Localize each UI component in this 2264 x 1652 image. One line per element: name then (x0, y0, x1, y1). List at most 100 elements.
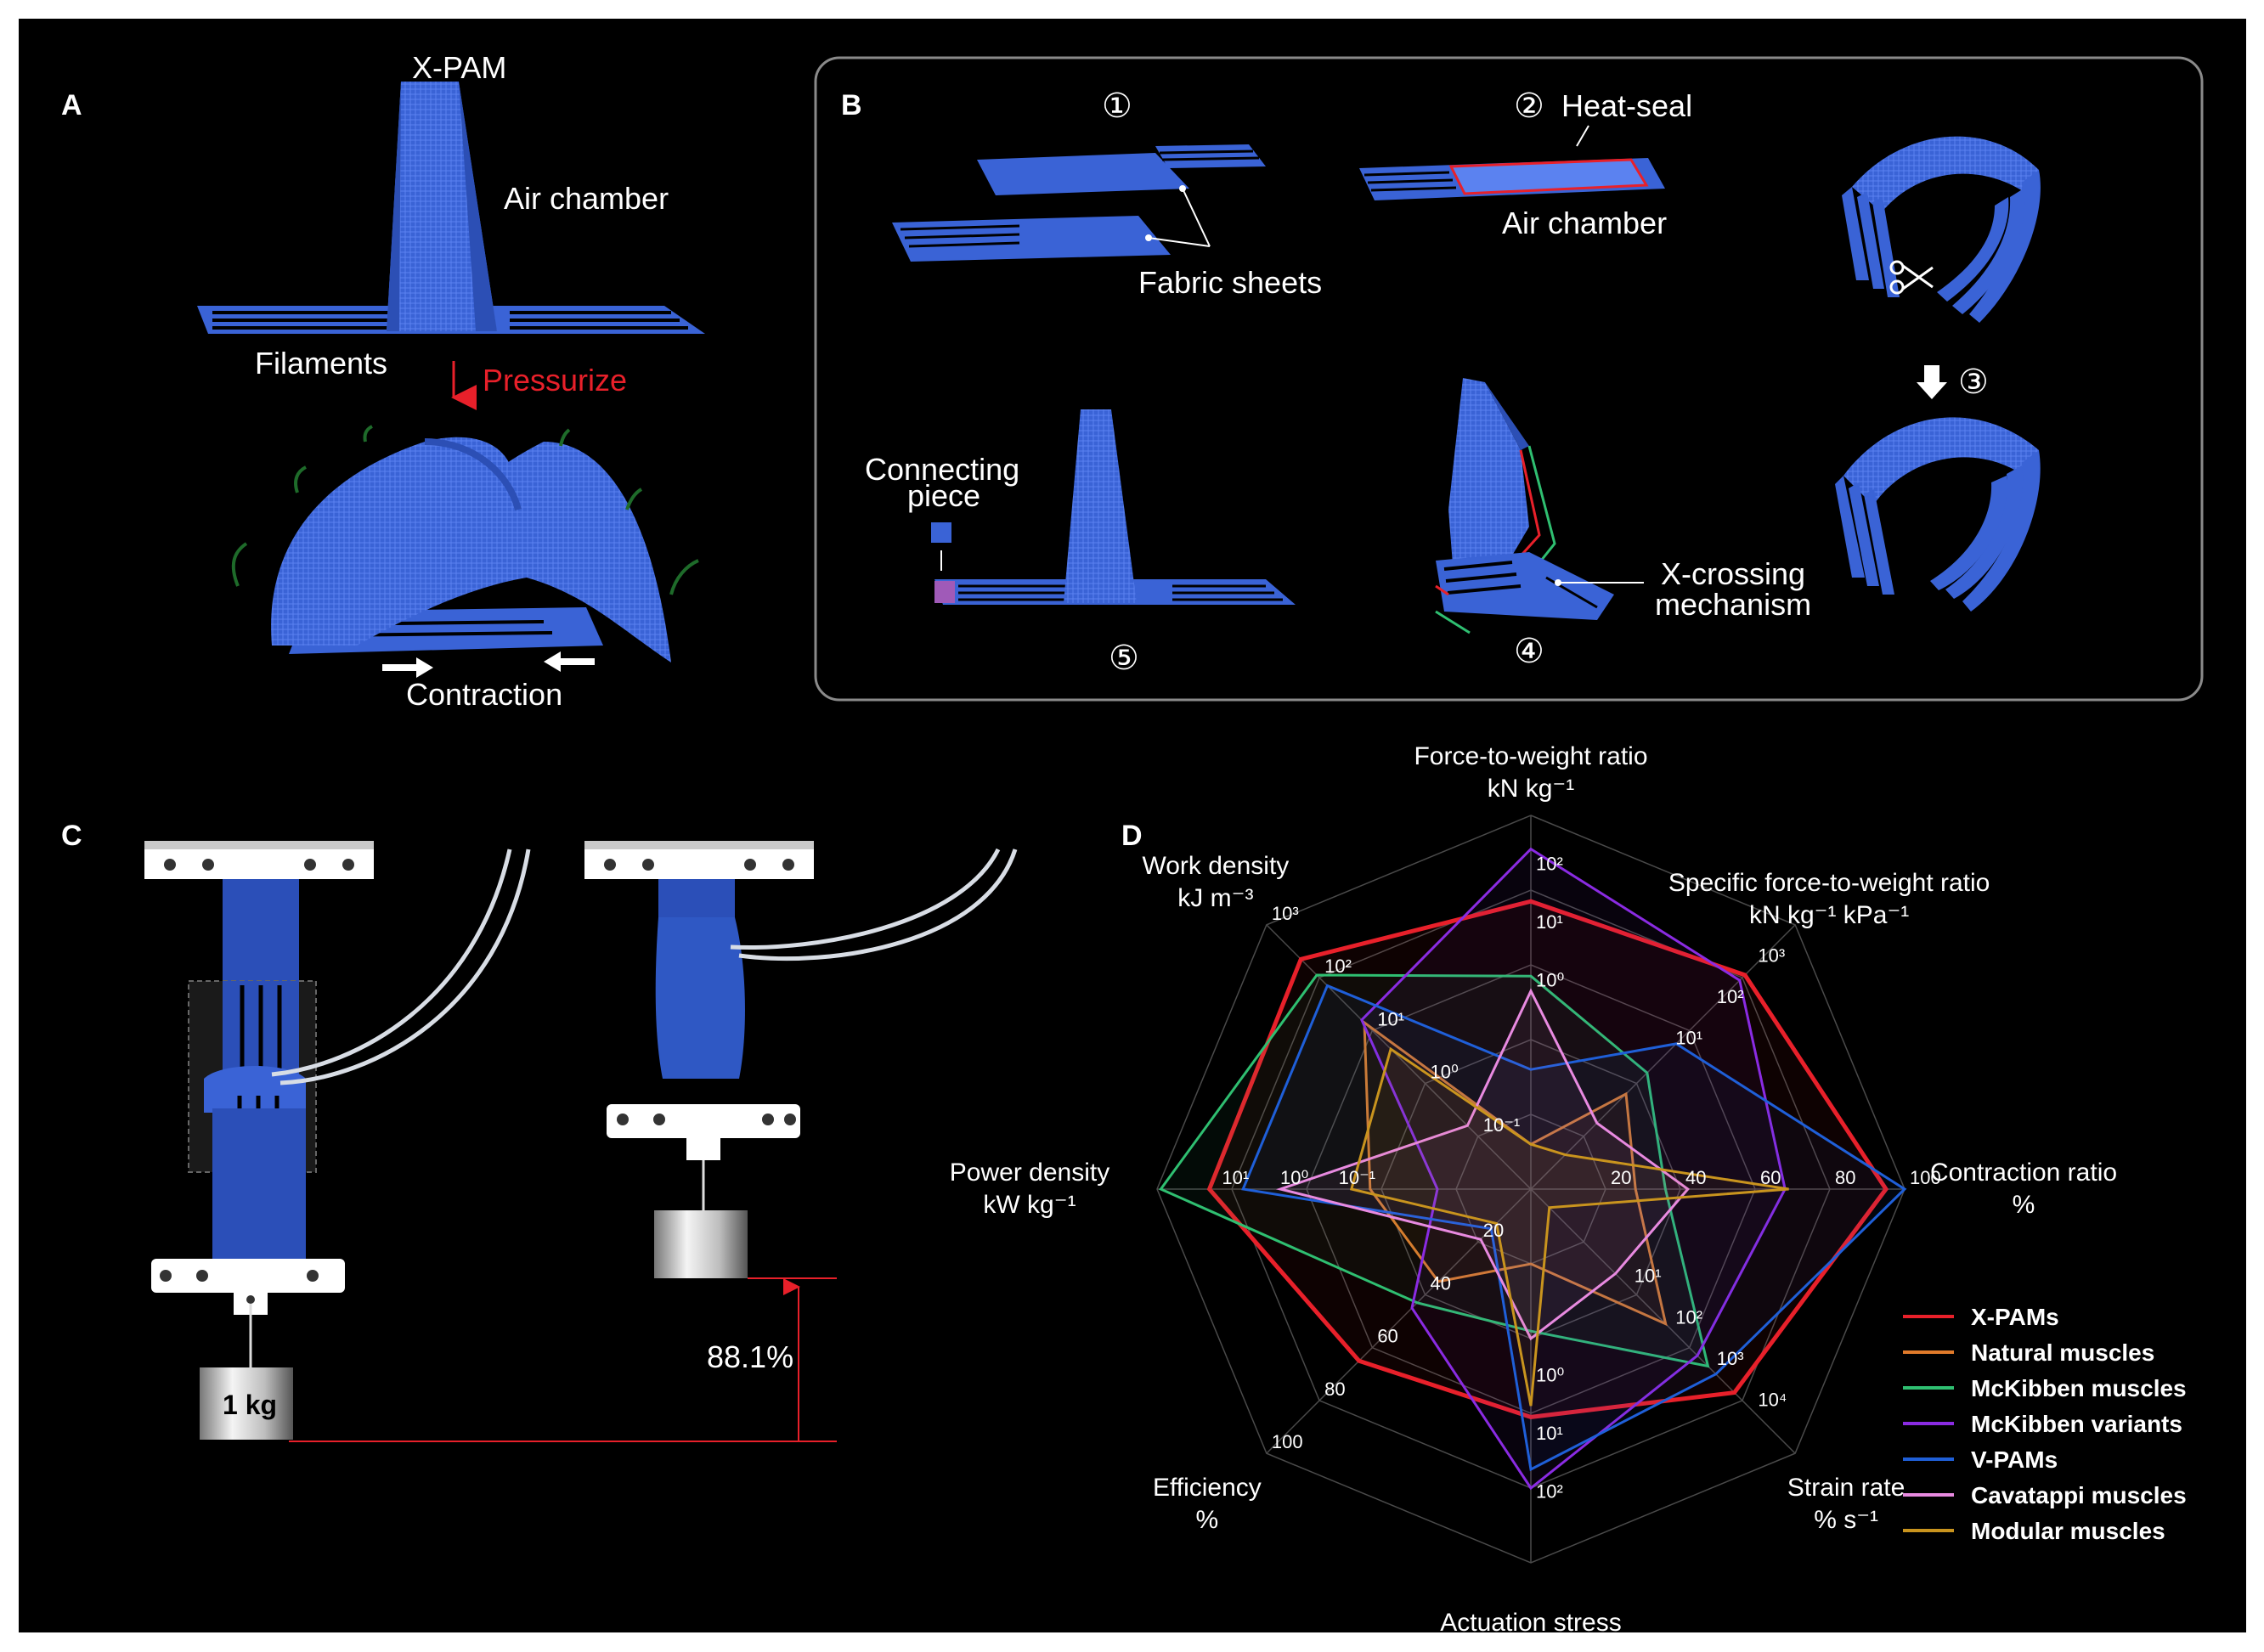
step-2-label: ② (1514, 87, 1544, 125)
xcrossing-line2: mechanism (1655, 587, 1811, 622)
radar-tick-label: 10² (1536, 853, 1563, 874)
radar-series-natural-muscles (1363, 1019, 1668, 1327)
pointer-dot (1145, 234, 1152, 241)
radar-axis-name: Contraction ratio (1930, 1159, 2117, 1187)
air-chamber-label: Air chamber (504, 181, 669, 216)
weight-contracted (654, 1210, 748, 1278)
pressurize-label: Pressurize (483, 363, 627, 397)
radar-axis-name: Strain rate (1787, 1474, 1905, 1502)
curl-arrow-icon (231, 542, 248, 587)
connecting-piece-line1: Connecting (865, 452, 1019, 487)
panel-a-letter: A (61, 89, 82, 121)
radar-tick-label: 10³ (1717, 1348, 1744, 1369)
radar-tick-label: 10⁻¹ (1339, 1167, 1375, 1188)
radar-axis-name: Efficiency (1153, 1474, 1262, 1502)
connecting-piece-line2: piece (907, 478, 980, 513)
fabric-sheets-label: Fabric sheets (1138, 265, 1322, 300)
radar-axis-name: Specific force-to-weight ratio (1668, 869, 1990, 897)
radar-tick-label: 10² (1675, 1306, 1702, 1328)
radar-tick-label: 10² (1536, 1481, 1563, 1503)
radar-tick-label: 10⁰ (1536, 970, 1564, 991)
legend-label: Natural muscles (1971, 1339, 2154, 1366)
screw-icon (307, 1270, 319, 1282)
radar-axis-name: Power density (950, 1159, 1109, 1187)
radar-tick-label: 10⁴ (1758, 1389, 1787, 1410)
curl-arrow-icon (363, 425, 373, 443)
pointer-dot (1179, 185, 1186, 192)
legend-label: X-PAMs (1971, 1304, 2059, 1330)
curl-arrow-icon (559, 428, 571, 447)
radar-tick-label: 10⁰ (1536, 1364, 1564, 1385)
step-4-label: ④ (1514, 633, 1544, 670)
contraction-label: Contraction (406, 677, 562, 712)
screw-icon (782, 859, 794, 871)
radar-spoke (1530, 924, 1796, 1190)
assembled-xpam-step5 (934, 409, 1296, 605)
radar-tick-label: 60 (1760, 1167, 1781, 1188)
pointer-line (1148, 237, 1211, 247)
radar-tick-label: 100 (1910, 1167, 1941, 1188)
screw-icon (304, 859, 316, 871)
legend-label: McKibben variants (1971, 1411, 2182, 1437)
radar-tick-label: 10² (1717, 986, 1744, 1007)
radar-spoke (1530, 1188, 1796, 1454)
pointer-line (1182, 188, 1211, 247)
radar-tick-label: 10² (1324, 956, 1352, 977)
down-arrow-icon (1917, 365, 1947, 399)
radar-axis-unit: % (1196, 1506, 1219, 1534)
weight-1kg (200, 1367, 293, 1440)
screw-icon (617, 1114, 629, 1125)
radar-tick-label: 10³ (1758, 945, 1785, 967)
radar-axis-unit: % s⁻¹ (1814, 1506, 1878, 1534)
radar-tick-label: 100 (1272, 1431, 1303, 1452)
radar-series-modular-muscles (1349, 1046, 1789, 1407)
curl-arrow-icon (669, 559, 699, 595)
radar-tick-label: 60 (1377, 1326, 1397, 1347)
step-3-label: ③ (1958, 364, 1989, 401)
screw-icon (160, 1270, 172, 1282)
radar-axis-unit: kN kg⁻¹ kPa⁻¹ (1749, 901, 1909, 929)
xcrossing-line1: X-crossing (1661, 556, 1805, 591)
screw-icon (342, 859, 354, 871)
panel-b-letter: B (841, 89, 862, 121)
radar-tick-label: 80 (1835, 1167, 1855, 1188)
panel-b-frame (814, 56, 2204, 702)
radar-tick-label: 80 (1324, 1379, 1345, 1400)
radar-series-x-pams (1206, 899, 1889, 1419)
panel-a: A X-PAM Air chamber Filaments Pressurize (61, 50, 705, 712)
contraction-arrow-right-icon (382, 657, 433, 678)
screw-icon (202, 859, 214, 871)
radar-axis-unit: % (2013, 1191, 2035, 1219)
curled-xpam-top (1842, 136, 2041, 323)
pointer-dot (1555, 579, 1561, 586)
radar-axis-unit: kJ m⁻³ (1177, 884, 1253, 912)
curl-arrow-icon (294, 465, 308, 493)
weight-label: 1 kg (223, 1390, 277, 1420)
radar-tick-label: 10¹ (1536, 1423, 1563, 1444)
pointer-line (1576, 125, 1589, 147)
radar-axis-unit: kN kg⁻¹ (1488, 775, 1575, 803)
radar-tick-label: 40 (1685, 1167, 1706, 1188)
radar-series-mckibben-variants (1360, 847, 1787, 1491)
legend-label: Cavatappi muscles (1971, 1482, 2187, 1508)
filaments-label: Filaments (255, 346, 387, 381)
radar-tick-label: 10¹ (1536, 911, 1563, 933)
step-5-label: ⑤ (1109, 640, 1139, 677)
radar-tick-label: 20 (1611, 1167, 1631, 1188)
screw-icon (164, 859, 176, 871)
xcrossing-mechanism (1435, 378, 1614, 634)
xpam-inflated (271, 437, 671, 662)
radar-axis-unit: MPa (1505, 1641, 1557, 1652)
screw-icon (196, 1270, 208, 1282)
xpam-air-chamber (387, 82, 497, 331)
air-chamber-label-b: Air chamber (1502, 206, 1667, 240)
radar-grid (1156, 815, 1905, 1564)
curled-xpam-bottom (1835, 417, 2041, 612)
screw-icon (744, 859, 756, 871)
contraction-value: 88.1% (707, 1339, 793, 1374)
